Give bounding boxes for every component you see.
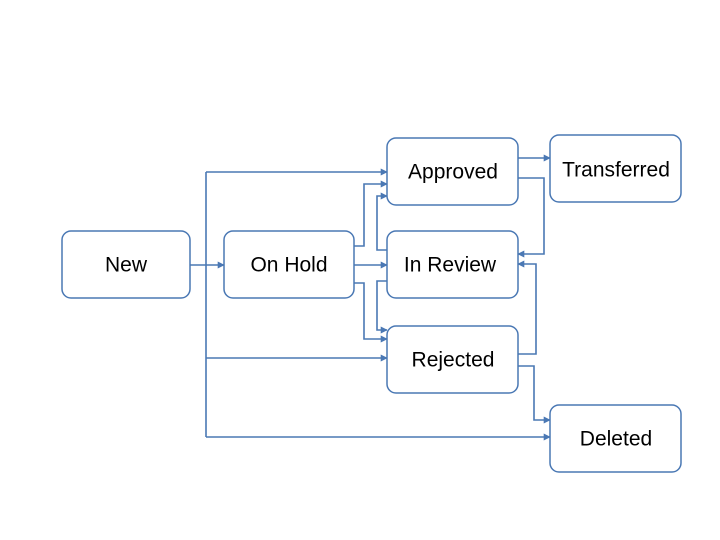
node-deleted-label: Deleted bbox=[580, 428, 652, 451]
node-in-review-label: In Review bbox=[404, 254, 497, 277]
edge-on-hold-to-rejected bbox=[354, 282, 388, 343]
node-rejected: Rejected bbox=[386, 325, 519, 394]
node-approved-label: Approved bbox=[408, 161, 498, 184]
node-new: New bbox=[61, 230, 191, 299]
node-approved: Approved bbox=[386, 137, 519, 206]
edge-in-review-to-rejected bbox=[376, 280, 388, 334]
edge-rejected-to-in-review bbox=[517, 260, 537, 355]
edge-approved-to-in-review bbox=[517, 177, 545, 258]
node-in-review: In Review bbox=[386, 230, 519, 299]
node-rejected-label: Rejected bbox=[412, 349, 495, 372]
edge-on-hold-to-approved bbox=[354, 180, 388, 247]
edge-rejected-to-deleted bbox=[518, 365, 551, 424]
edge-in-review-to-approved bbox=[376, 192, 388, 251]
node-on-hold-label: On Hold bbox=[250, 254, 327, 277]
node-deleted: Deleted bbox=[549, 404, 682, 473]
node-transferred: Transferred bbox=[549, 134, 682, 203]
node-on-hold: On Hold bbox=[223, 230, 355, 299]
node-transferred-label: Transferred bbox=[562, 159, 670, 182]
node-new-label: New bbox=[105, 254, 148, 277]
edges bbox=[190, 154, 551, 441]
